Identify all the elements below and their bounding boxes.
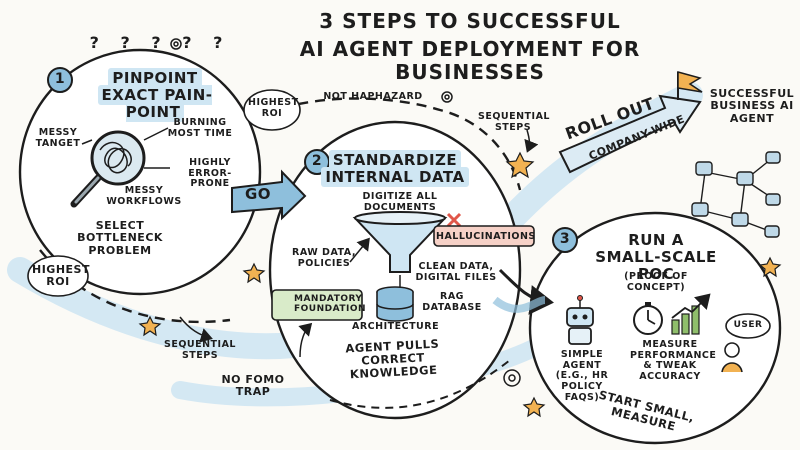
rag-label: RAG Database [422, 291, 482, 313]
hallucinations-tag-bg [433, 225, 535, 247]
step3-heading-1: Run a [628, 231, 684, 249]
step3-sub: (Proof of Concept) [624, 271, 688, 293]
mandatory-tag-bg [271, 289, 363, 321]
robot-network-icon [691, 151, 781, 238]
step3-badge [552, 227, 578, 253]
raw-data-label: Raw Data, Policies [292, 247, 356, 269]
success-label: Successful Business AI Agent [709, 87, 795, 125]
mandatory-label: Mandatory Foundation [294, 294, 367, 315]
no-fomo-label: No FOMO Trap [221, 373, 285, 399]
step2-heading-2: Internal Data [321, 166, 469, 187]
dashed-path-bottom [329, 359, 511, 409]
roi-bubble-left [27, 255, 89, 297]
go-arrow [231, 169, 307, 221]
step1-number: 1 [54, 71, 66, 87]
step3-heading-2: Small-Scale POC [595, 247, 717, 283]
sequential-steps-top: Sequential Steps [478, 111, 550, 133]
user-icon [721, 342, 743, 373]
dashed-path-top [249, 97, 522, 191]
roi-top-label: Highest ROI [248, 97, 299, 119]
error-x-icon [446, 212, 462, 228]
measure-label: Measure Performance & Tweak Accuracy [630, 339, 717, 382]
clean-data-label: Clean Data, Digital Files [415, 261, 497, 283]
roi-left-label: Highest ROI [32, 263, 90, 289]
rollout-arrow [558, 94, 702, 174]
title-line2: AI Agent Deployment for Businesses [299, 37, 641, 84]
digitize-label: Digitize All Documents [362, 191, 438, 213]
architecture-label: Architecture [352, 321, 440, 332]
step2-number: 2 [311, 153, 323, 169]
error-prone-label: Highly Error-Prone [188, 157, 232, 190]
title-line1: 3 Steps to Successful [319, 9, 621, 33]
gear-icon [170, 38, 521, 387]
flag-icon [677, 71, 703, 93]
messy-workflows-label: Messy Workflows [106, 185, 182, 207]
question-marks: ? ? ? ? ? [89, 33, 231, 52]
funnel-icon [352, 211, 448, 288]
bar-chart-icon [671, 293, 711, 335]
stopwatch-icon [633, 302, 663, 335]
simple-agent-label: Simple Agent (e.g., HR Policy FAQs) [555, 349, 609, 403]
user-bubble [725, 313, 771, 339]
step1-heading-1: Pinpoint [108, 68, 202, 88]
step2-heading-1: Standardize [328, 150, 462, 170]
magnifier-icon [70, 130, 146, 208]
sequential-steps-bottom: Sequential Steps [164, 339, 236, 361]
agent-pulls-label: Agent Pulls Correct Knowledge [345, 336, 440, 382]
step1-badge [47, 67, 73, 93]
select-bottleneck-label: Select Bottleneck Problem [77, 219, 163, 257]
burning-label: Burning Most Time [167, 117, 233, 139]
go-label: GO [244, 185, 272, 203]
user-label: User [733, 320, 763, 330]
roi-bubble-top [243, 89, 301, 131]
step3-number: 3 [559, 231, 571, 247]
hallucinations-label: Hallucinations [436, 231, 536, 242]
robot-icon [566, 295, 594, 345]
star-icon [138, 151, 782, 418]
not-haphazard-label: Not Haphazard [323, 91, 423, 102]
messy-target-label: Messy Tanget [35, 127, 81, 149]
database-icon [376, 286, 414, 322]
